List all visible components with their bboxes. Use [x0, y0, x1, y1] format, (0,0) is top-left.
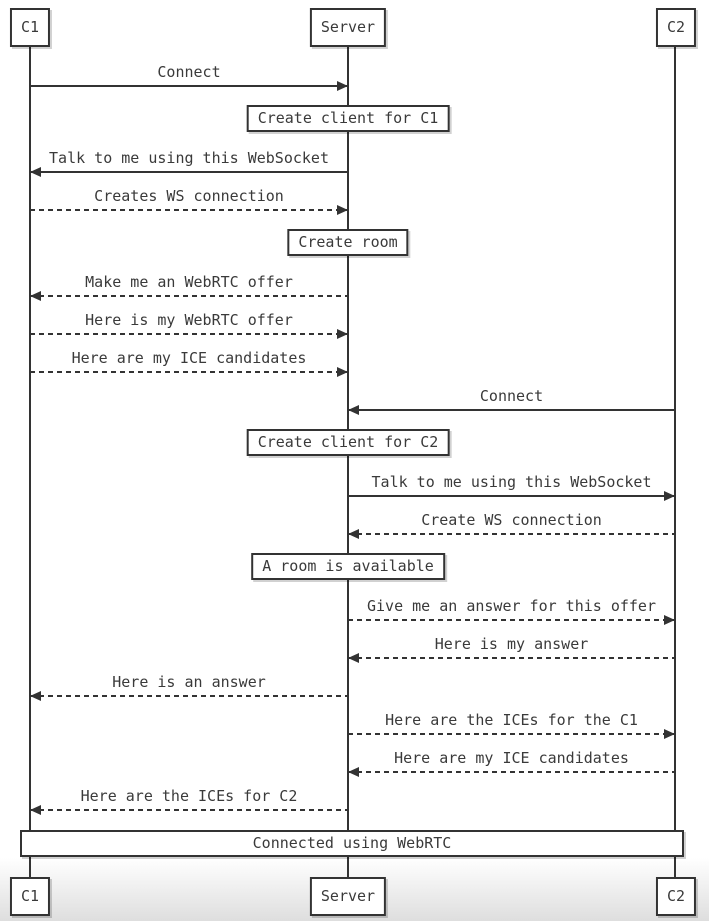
message-line [30, 695, 348, 697]
lifeline-c2 [674, 46, 676, 877]
actor-c1-label: C1 [20, 18, 40, 36]
message-label: Here is my answer [434, 635, 589, 653]
message-label: Here is my WebRTC offer [85, 311, 293, 329]
arrowhead-right-icon [337, 329, 348, 339]
actor-c1-label: C1 [20, 887, 40, 905]
message-line [348, 409, 675, 411]
msg-ice-candidates-c1: Here are my ICE candidates [30, 347, 348, 377]
actor-server-top: Server [309, 8, 387, 47]
message-line [348, 533, 675, 535]
actor-server-label: Server [320, 887, 376, 905]
arrowhead-right-icon [337, 367, 348, 377]
actor-c2-bottom: C2 [655, 877, 697, 916]
actor-server-bottom: Server [309, 877, 387, 916]
message-line [30, 809, 348, 811]
arrowhead-left-icon [348, 405, 359, 415]
message-line [30, 295, 348, 297]
note-label: Create client for C1 [257, 109, 439, 127]
arrowhead-right-icon [664, 729, 675, 739]
note-room-available: A room is available [251, 553, 445, 580]
message-label: Creates WS connection [94, 187, 284, 205]
message-label: Here are my ICE candidates [71, 349, 307, 367]
message-label: Talk to me using this WebSocket [371, 473, 652, 491]
message-label: Here are my ICE candidates [394, 749, 629, 767]
arrowhead-left-icon [348, 529, 359, 539]
message-label: Give me an answer for this offer [367, 597, 656, 615]
note-create-client-c1: Create client for C1 [246, 105, 450, 132]
message-line [30, 209, 348, 211]
message-label: Talk to me using this WebSocket [49, 149, 329, 167]
message-line [348, 771, 675, 773]
note-create-room: Create room [287, 229, 409, 256]
note-label: Create client for C2 [257, 433, 439, 451]
banner-label: Connected using WebRTC [252, 834, 452, 852]
message-label: Connect [479, 387, 544, 405]
message-label: Connect [157, 63, 221, 81]
actor-server-label: Server [320, 18, 376, 36]
msg-ices-for-c2: Here are the ICEs for C2 [30, 785, 348, 815]
actor-c2-label: C2 [666, 887, 686, 905]
arrowhead-left-icon [348, 767, 359, 777]
arrowhead-left-icon [30, 291, 41, 301]
msg-create-ws-connection: Create WS connection [348, 509, 675, 539]
connected-banner: Connected using WebRTC [20, 830, 684, 857]
message-line [30, 85, 348, 87]
msg-here-answer-c2: Here is my answer [348, 633, 675, 663]
message-label: Here is an answer [112, 673, 266, 691]
msg-connect-c1: Connect [30, 61, 348, 91]
msg-talk-websocket-c2: Talk to me using this WebSocket [348, 471, 675, 501]
message-line [30, 333, 348, 335]
message-label: Make me an WebRTC offer [85, 273, 293, 291]
note-label: A room is available [262, 557, 434, 575]
arrowhead-left-icon [348, 653, 359, 663]
arrowhead-left-icon [30, 691, 41, 701]
message-label: Here are the ICEs for C2 [80, 787, 298, 805]
msg-talk-websocket-c1: Talk to me using this WebSocket [30, 147, 348, 177]
msg-ices-for-c1: Here are the ICEs for the C1 [348, 709, 675, 739]
arrowhead-right-icon [337, 81, 348, 91]
actor-c2-top: C2 [655, 8, 697, 47]
message-line [348, 657, 675, 659]
msg-ice-candidates-c2: Here are my ICE candidates [348, 747, 675, 777]
note-label: Create room [298, 233, 398, 251]
message-label: Here are the ICEs for the C1 [385, 711, 638, 729]
msg-here-answer-c1: Here is an answer [30, 671, 348, 701]
arrowhead-left-icon [30, 805, 41, 815]
lifeline-server [347, 46, 349, 877]
arrowhead-right-icon [664, 491, 675, 501]
msg-creates-ws-connection: Creates WS connection [30, 185, 348, 215]
actor-c1-bottom: C1 [9, 877, 51, 916]
arrowhead-left-icon [30, 167, 41, 177]
actor-c1-top: C1 [9, 8, 51, 47]
actor-c2-label: C2 [666, 18, 686, 36]
message-line [348, 619, 675, 621]
message-line [30, 371, 348, 373]
msg-give-answer: Give me an answer for this offer [348, 595, 675, 625]
msg-here-offer: Here is my WebRTC offer [30, 309, 348, 339]
arrowhead-right-icon [664, 615, 675, 625]
lifeline-c1 [29, 46, 31, 877]
msg-make-offer: Make me an WebRTC offer [30, 271, 348, 301]
msg-connect-c2: Connect [348, 385, 675, 415]
message-line [348, 495, 675, 497]
note-create-client-c2: Create client for C2 [246, 429, 450, 456]
message-line [348, 733, 675, 735]
message-label: Create WS connection [421, 511, 602, 529]
message-line [30, 171, 348, 173]
arrowhead-right-icon [337, 205, 348, 215]
